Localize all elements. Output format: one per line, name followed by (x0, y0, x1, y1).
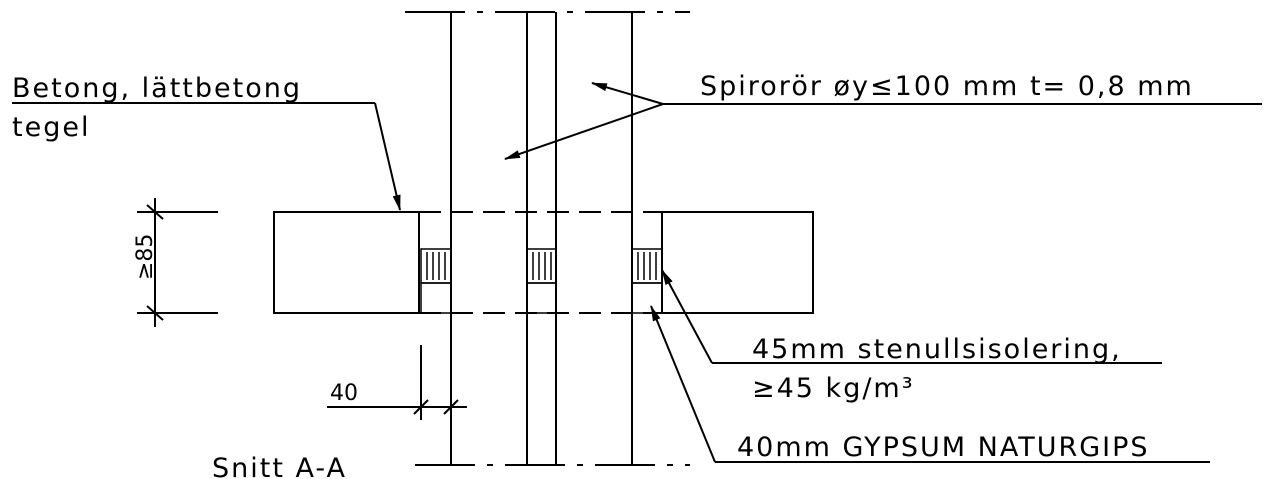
pipe-label: Spirorör øy≤100 mm t= 0,8 mm (700, 71, 1194, 102)
layer-middle (526, 248, 557, 314)
gap-value: 40 (330, 381, 358, 406)
wall-right-block (661, 211, 814, 314)
material-leader-arrow (374, 102, 401, 211)
dimension-gap (327, 345, 467, 420)
insulation-density-label: ≥45 kg/m³ (752, 373, 915, 404)
wall-left-block (273, 211, 420, 314)
dimension-thickness (137, 198, 218, 327)
material-label: Betong, lättbetong (12, 73, 302, 104)
material-label-line2: tegel (12, 112, 90, 143)
insulation-leader-arrow (661, 269, 713, 364)
gypsum-leader-arrow (650, 305, 716, 463)
gypsum-label: 40mm GYPSUM NATURGIPS (737, 432, 1150, 463)
thickness-value: ≥85 (133, 234, 158, 280)
pipe-leader-arrow-2 (504, 103, 664, 160)
layer-right (631, 248, 663, 314)
section-label: Snitt A-A (212, 453, 347, 479)
layer-left (420, 248, 452, 314)
pipe-leader-arrow-1 (591, 82, 664, 105)
insulation-label: 45mm stenullsisolering, (752, 334, 1122, 365)
